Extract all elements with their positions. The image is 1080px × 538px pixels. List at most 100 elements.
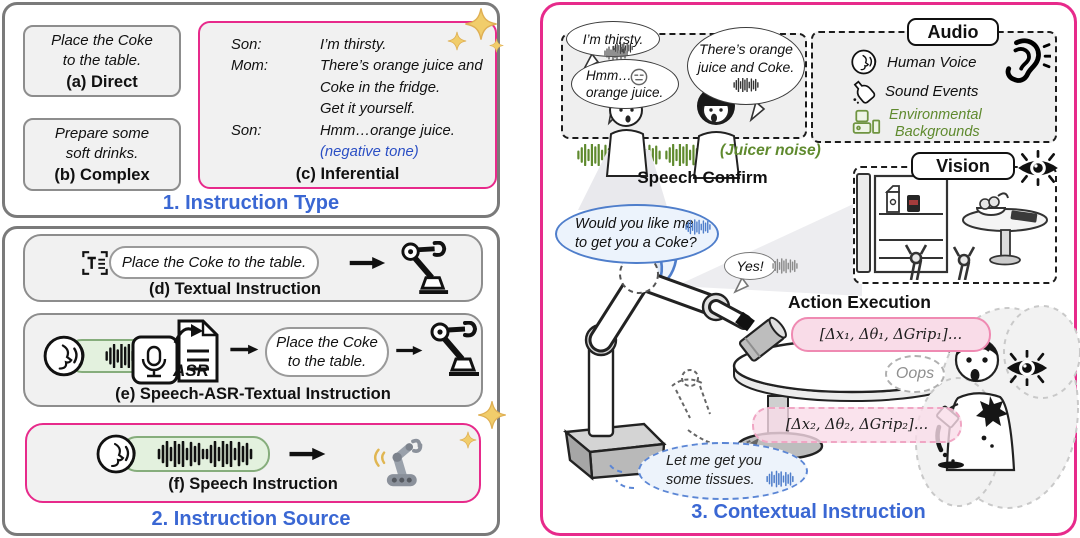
arrow-right-icon <box>395 344 423 357</box>
action-step-2: [Δx₂, Δθ₂, ΔGrip₂]… <box>752 407 962 443</box>
eye-icon <box>1016 150 1060 186</box>
contextual-instruction-title: 3. Contextual Instruction <box>691 501 926 523</box>
dialogue-speaker: Son: <box>231 37 262 53</box>
robot-offer-bubble: Would you like me to get you a Coke? <box>555 204 719 264</box>
textual-label: (d) Textual Instruction <box>148 280 322 298</box>
action-execution-title: Action Execution <box>788 292 931 312</box>
bubble-text: to get you a Coke? <box>575 235 697 251</box>
audio-row-environmental: Environmental Backgrounds <box>851 106 982 142</box>
asr-label: (e) Speech-ASR-Textual Instruction <box>115 385 391 403</box>
tissues-bubble: Let me get you some tissues. <box>638 442 808 500</box>
speech-waveform-pill <box>120 436 270 472</box>
neutral-face-icon <box>630 68 648 86</box>
audio-item-label: Human Voice <box>887 53 977 71</box>
waveform-icon <box>772 258 798 274</box>
speech-confirm-label: Speech Confirm <box>637 168 768 187</box>
dialogue-speaker <box>231 142 320 163</box>
direct-text-line: to the table. <box>62 51 142 69</box>
dialogue-row: (negative tone) <box>231 142 489 163</box>
juicer-noise-note: (Juicer noise) <box>720 142 821 159</box>
instruction-source-title: 2. Instruction Source <box>151 508 351 530</box>
asr-pill-line: to the table. <box>287 353 367 370</box>
text-scan-icon <box>82 250 108 276</box>
dialogue-text: There’s orange juice and <box>320 58 483 75</box>
mom-bubble: There’s orange juice and Coke. <box>687 27 805 105</box>
waveform-icon <box>157 441 253 467</box>
juicer-icon <box>852 109 881 134</box>
speaking-head-icon <box>851 49 877 75</box>
audio-row-human-voice: Human Voice <box>851 47 982 77</box>
dialogue-row: Son: I’m thirsty. <box>231 35 489 56</box>
ear-icon <box>1001 37 1051 83</box>
dialogue-row: Get it yourself. <box>231 99 489 120</box>
bubble-text: Yes! <box>736 258 764 274</box>
bubble-text: Oops <box>895 365 935 382</box>
arrow-right-icon <box>287 447 327 461</box>
dialogue-tone: (negative tone) <box>320 144 419 161</box>
robot-arm-icon <box>429 321 481 379</box>
dialogue-row: Son: Hmm…orange juice. <box>231 121 489 142</box>
dialogue: Son: I’m thirsty. Mom: There’s orange ju… <box>231 35 489 163</box>
dialogue-text: Coke in the fridge. <box>320 79 441 96</box>
action-step-1: [Δx₁, Δθ₁, ΔGrip₁]… <box>791 317 991 352</box>
dialogue-speaker <box>231 99 320 120</box>
inferential-instruction-box: Son: I’m thirsty. Mom: There’s orange ju… <box>198 21 497 189</box>
asr-instruction-box: ASR Place the Coke to the table. (e) Spe… <box>23 313 483 407</box>
fridge-table-scene <box>856 173 1048 280</box>
asr-pill: Place the Coke to the table. <box>265 327 389 377</box>
bubble-text: There’s orange <box>699 41 793 57</box>
complex-text-line: soft drinks. <box>65 145 139 162</box>
asr-pill-line: Place the Coke <box>276 334 378 351</box>
bubble-text: I’m thirsty. <box>582 31 644 47</box>
instruction-type-title: 1. Instruction Type <box>162 192 340 214</box>
dialogue-speaker: Son: <box>231 122 262 139</box>
instruction-source-panel: Place the Coke to the table. (d) Textual… <box>2 226 500 536</box>
dialogue-speaker: Mom: <box>231 58 268 75</box>
textual-pill: Place the Coke to the table. <box>109 246 319 279</box>
audio-item-label: Environmental Backgrounds <box>889 107 982 141</box>
bubble-text: juice and Coke. <box>697 59 795 75</box>
audio-row-sound-events: Sound Events <box>851 77 982 106</box>
son-orange-juice-bubble: Hmm… orange juice. <box>571 59 679 109</box>
env-line: Backgrounds <box>895 124 980 140</box>
waveform-icon <box>604 46 628 60</box>
complex-instruction-box: Prepare some soft drinks. (b) Complex <box>23 118 181 191</box>
speaking-head-icon <box>43 335 85 377</box>
dialogue-text: Get it yourself. <box>320 101 416 118</box>
waveform-icon <box>733 78 759 92</box>
direct-label: (a) Direct <box>66 72 138 91</box>
audio-item-label: Sound Events <box>885 83 979 100</box>
arrow-right-icon <box>229 343 259 356</box>
textual-instruction-box: Place the Coke to the table. (d) Textual… <box>23 234 483 302</box>
bubble-text: Let me get you <box>666 453 762 469</box>
bubble-text: Would you like me <box>575 216 694 232</box>
oops-bubble: Oops <box>885 355 945 393</box>
waveform-icon <box>577 144 705 166</box>
env-line: Environmental <box>889 107 982 123</box>
dialogue-row: Mom: There’s orange juice and <box>231 56 489 77</box>
complex-label: (b) Complex <box>54 166 150 184</box>
instruction-type-panel: Place the Coke to the table. (a) Direct … <box>2 2 500 218</box>
vision-title-tag: Vision <box>911 152 1015 180</box>
waveform-icon <box>685 219 711 235</box>
audio-title-tag: Audio <box>907 18 999 46</box>
vision-box <box>853 166 1057 284</box>
bubble-text: orange juice. <box>586 85 664 100</box>
speech-instruction-box: (f) Speech Instruction <box>25 423 481 503</box>
speech-label: (f) Speech Instruction <box>168 475 338 493</box>
dialogue-text: Hmm…orange juice. <box>320 122 455 139</box>
direct-instruction-box: Place the Coke to the table. (a) Direct <box>23 25 181 97</box>
bubble-text: Hmm… <box>586 68 632 83</box>
complex-text-line: Prepare some <box>54 125 150 142</box>
yes-bubble: Yes! <box>724 252 776 280</box>
bottle-pour-icon <box>851 77 877 105</box>
asr-icon <box>131 319 219 385</box>
waveform-icon <box>766 470 794 488</box>
arrow-right-icon <box>348 256 386 270</box>
dialogue-text: I’m thirsty. <box>320 37 387 53</box>
dialogue-speaker <box>231 78 320 99</box>
inferential-label: (c) Inferential <box>295 165 400 183</box>
direct-text-line: Place the Coke <box>51 31 153 49</box>
bubble-text: some tissues. <box>666 472 755 488</box>
